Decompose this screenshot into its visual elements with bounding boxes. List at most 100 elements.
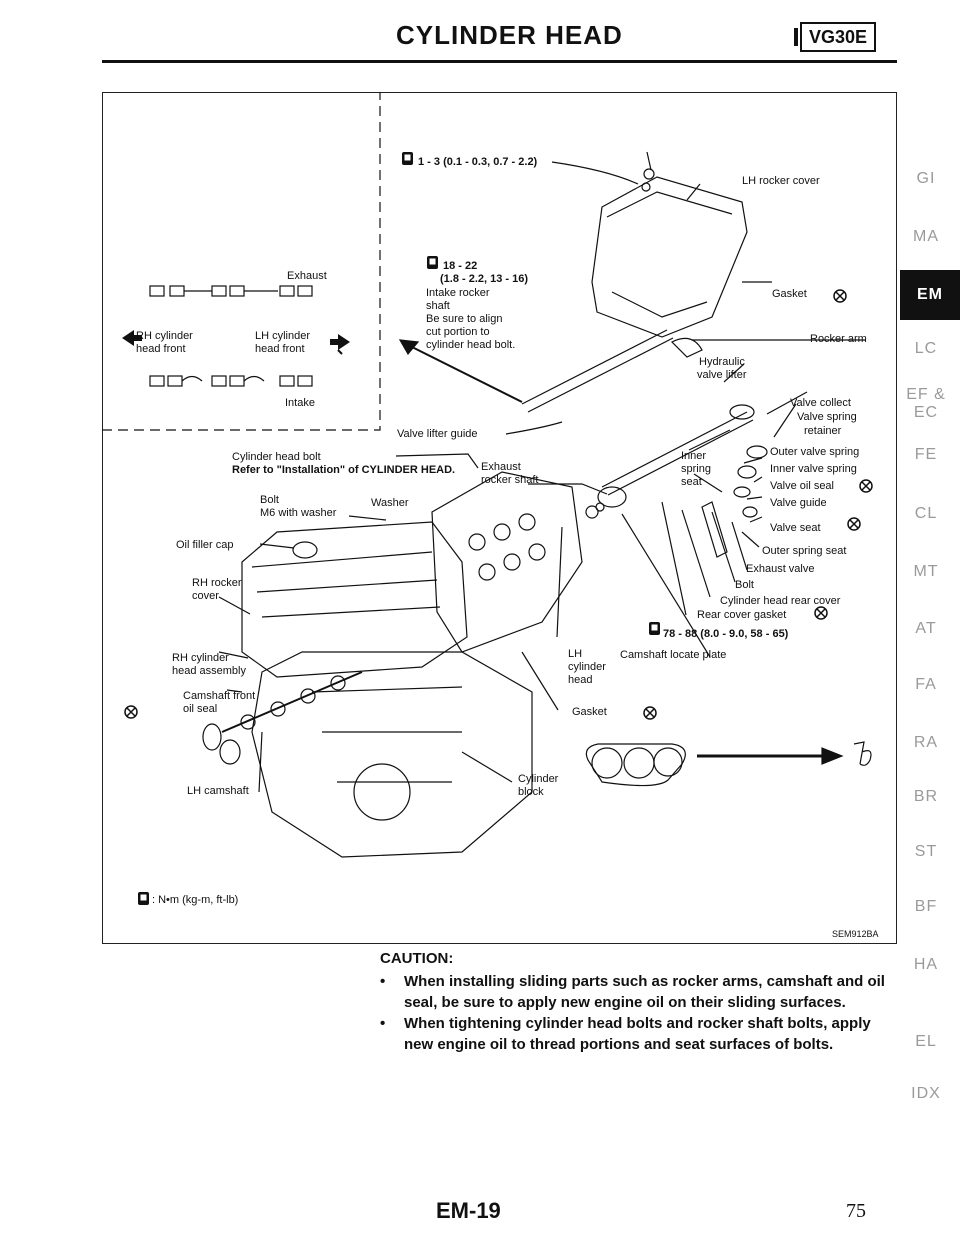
side-tab-br[interactable]: BR bbox=[913, 788, 939, 805]
washer-label: Washer bbox=[371, 497, 409, 509]
rh-head-assembly-label-1: RH cylinder bbox=[172, 652, 229, 664]
lh-cylinder-head-label-3: head bbox=[568, 674, 593, 686]
inset-intake-label: Intake bbox=[285, 397, 315, 409]
side-tab-el[interactable]: EL bbox=[915, 1033, 937, 1050]
lh-front-arrow bbox=[330, 334, 350, 350]
side-tab-ha[interactable]: HA bbox=[913, 956, 939, 973]
intake-rocker-shaft-label-1: Intake rocker bbox=[426, 287, 490, 299]
valve-spring-retainer-label-1: Valve spring bbox=[797, 411, 857, 423]
side-tab-ef[interactable]: EF & bbox=[906, 386, 946, 403]
torque-unit-legend: : N•m (kg-m, ft-lb) bbox=[152, 894, 239, 906]
lh-camshaft bbox=[221, 671, 363, 733]
caution-item: • When installing sliding parts such as … bbox=[380, 971, 900, 1013]
side-tab-bf[interactable]: BF bbox=[914, 898, 938, 915]
camshaft-front-seal-label-2: oil seal bbox=[183, 703, 218, 715]
bullet: • bbox=[380, 1015, 386, 1032]
caution-text: When installing sliding parts such as ro… bbox=[404, 973, 885, 1011]
replace-marks bbox=[124, 289, 873, 720]
cylinder-block-label-2: block bbox=[518, 786, 544, 798]
gasket-top-label: Gasket bbox=[772, 288, 807, 300]
rh-rocker-cover-label-2: cover bbox=[192, 590, 219, 602]
outer-spring-seat-label: Outer spring seat bbox=[762, 545, 847, 557]
valve-guide-label: Valve guide bbox=[770, 497, 827, 509]
side-tab-fa[interactable]: FA bbox=[915, 676, 937, 693]
side-tab-fe[interactable]: FE bbox=[914, 446, 938, 463]
valve-seat-label: Valve seat bbox=[770, 522, 821, 534]
rh-front-arrow bbox=[122, 330, 142, 346]
align-note-2: cut portion to bbox=[426, 326, 490, 338]
oil-filler-cap-label: Oil filler cap bbox=[176, 539, 234, 551]
cylinder-gasket bbox=[585, 743, 686, 787]
side-tab-em[interactable]: EM bbox=[900, 270, 960, 320]
side-tab-mt[interactable]: MT bbox=[913, 563, 939, 580]
figure-frame bbox=[102, 92, 897, 944]
valve-oil-seal-label: Valve oil seal bbox=[770, 480, 834, 492]
rh-cylinder-head bbox=[241, 521, 468, 678]
side-tab-ra[interactable]: RA bbox=[913, 734, 939, 751]
side-tab-at[interactable]: AT bbox=[915, 620, 937, 637]
page-title: CYLINDER HEAD bbox=[396, 20, 623, 50]
lh-rocker-cover-label: LH rocker cover bbox=[742, 175, 820, 187]
side-tab-gi[interactable]: GI bbox=[916, 170, 936, 187]
hydraulic-label-1: Hydraulic bbox=[699, 356, 745, 368]
exhaust-valve bbox=[701, 501, 728, 558]
rh-head-assembly-label-2: head assembly bbox=[172, 665, 246, 677]
side-tab-cl[interactable]: CL bbox=[914, 505, 938, 522]
intake-rocker-shaft-label-2: shaft bbox=[426, 300, 450, 312]
m6-washer-label: M6 with washer bbox=[260, 507, 337, 519]
inner-valve-spring-label: Inner valve spring bbox=[770, 463, 857, 475]
caution-text: When tightening cylinder head bolts and … bbox=[404, 1015, 871, 1053]
hydraulic-label-2: valve lifter bbox=[697, 369, 747, 381]
page-code: EM-19 bbox=[436, 1198, 501, 1223]
side-tab-lc[interactable]: LC bbox=[914, 340, 938, 357]
lh-front-arrow-tail bbox=[337, 349, 343, 355]
caution-title: CAUTION: bbox=[380, 950, 454, 967]
bullet: • bbox=[380, 973, 386, 990]
intake-rocker-shaft bbox=[521, 329, 668, 405]
lh-front-label-1: LH cylinder bbox=[255, 330, 311, 342]
cylinder-block bbox=[251, 651, 533, 858]
lh-cylinder-head-label-2: cylinder bbox=[568, 661, 606, 673]
inner-spring-seat-label-2: spring bbox=[681, 463, 711, 475]
camshaft-front-seal-label-1: Camshaft front bbox=[183, 690, 256, 702]
rh-front-label-1: RH cylinder bbox=[136, 330, 193, 342]
side-tab-ma[interactable]: MA bbox=[913, 228, 939, 245]
rh-rocker-cover-label-1: RH rocker bbox=[192, 577, 242, 589]
lh-cylinder-head bbox=[431, 471, 583, 653]
inner-spring-seat-label-1: Inner bbox=[681, 450, 707, 462]
lh-rocker-cover bbox=[591, 176, 748, 338]
caution-item: • When tightening cylinder head bolts an… bbox=[380, 1013, 900, 1055]
title-rule bbox=[102, 60, 897, 63]
rear-cover-gasket-label: Rear cover gasket bbox=[697, 609, 787, 621]
exploded-view-drawing bbox=[102, 92, 873, 905]
lh-cylinder-head-label-1: LH bbox=[568, 648, 583, 660]
side-tab-ec[interactable]: EC bbox=[913, 404, 939, 421]
side-tab-idx[interactable]: IDX bbox=[911, 1085, 941, 1102]
cylinder-head-bolt-label: Cylinder head bolt bbox=[232, 451, 321, 463]
inset-exhaust-label: Exhaust bbox=[287, 270, 327, 282]
align-note-1: Be sure to align bbox=[426, 313, 503, 325]
exhaust-rocker-shaft-label-1: Exhaust bbox=[481, 461, 521, 473]
camshaft-locate-plate-label: Camshaft locate plate bbox=[620, 649, 727, 661]
exhaust-rocker-shaft bbox=[601, 411, 748, 488]
refer-installation-label: Refer to "Installation" of CYLINDER HEAD… bbox=[232, 464, 456, 476]
torque-rear-label: 78 - 88 (8.0 - 9.0, 58 - 65) bbox=[663, 628, 789, 640]
valve-lifter-guide-label: Valve lifter guide bbox=[397, 428, 478, 440]
align-note-3: cylinder head bolt. bbox=[426, 339, 516, 351]
page-number: 75 bbox=[846, 1200, 866, 1222]
lh-front-label-2: head front bbox=[255, 343, 305, 355]
torque-shaft-label-1: 18 - 22 bbox=[443, 260, 478, 272]
figure-code: SEM912BA bbox=[832, 929, 879, 939]
rh-front-label-2: head front bbox=[136, 343, 186, 355]
cylinder-head-rear-cover-label: Cylinder head rear cover bbox=[720, 595, 841, 607]
side-tab-st[interactable]: ST bbox=[914, 843, 938, 860]
caution-block: CAUTION: • When installing sliding parts… bbox=[380, 948, 900, 1055]
rocker-arm-label: Rocker arm bbox=[810, 333, 867, 345]
torque-top-label: 1 - 3 (0.1 - 0.3, 0.7 - 2.2) bbox=[418, 156, 538, 168]
gasket-bottom-label: Gasket bbox=[572, 706, 607, 718]
model-badge: VG30E bbox=[794, 22, 876, 52]
inner-spring-seat-label-3: seat bbox=[681, 476, 702, 488]
outer-valve-spring-label: Outer valve spring bbox=[770, 446, 860, 458]
exhaust-rocker-shaft-label-2: rocker shaft bbox=[481, 474, 539, 486]
inset-box bbox=[102, 92, 381, 431]
